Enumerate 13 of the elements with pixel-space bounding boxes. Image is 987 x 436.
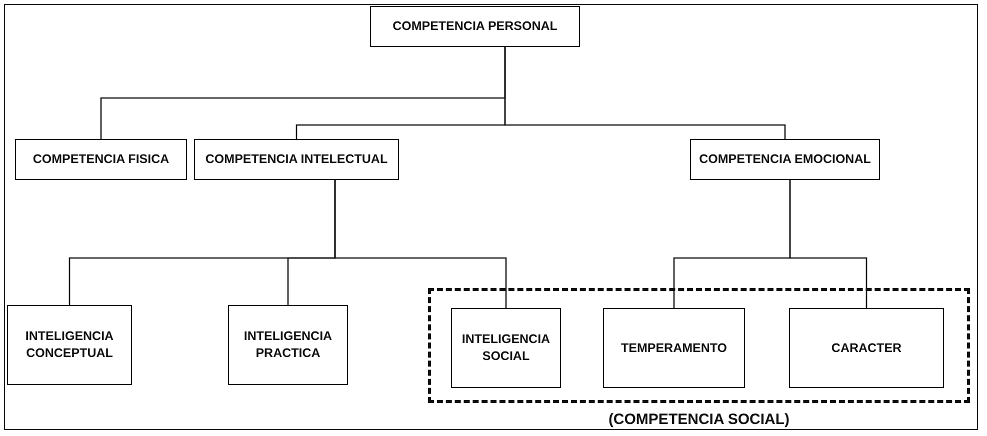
concept-box: COMPETENCIA INTELECTUAL [194,139,399,180]
connector-line [789,180,868,308]
concept-box: COMPETENCIA PERSONAL [370,6,580,47]
concept-box: COMPETENCIA FISICA [15,139,187,180]
connector-line [504,47,786,139]
concept-box: INTELIGENCIA CONCEPTUAL [7,305,132,385]
concept-box: COMPETENCIA EMOCIONAL [690,139,880,180]
concept-box: INTELIGENCIA PRACTICA [228,305,348,385]
concept-box: CARACTER [789,308,944,388]
concept-box: INTELIGENCIA SOCIAL [451,308,561,388]
connector-line [334,180,507,308]
concept-box: TEMPERAMENTO [603,308,745,388]
group-label: (COMPETENCIA SOCIAL) [607,410,791,430]
